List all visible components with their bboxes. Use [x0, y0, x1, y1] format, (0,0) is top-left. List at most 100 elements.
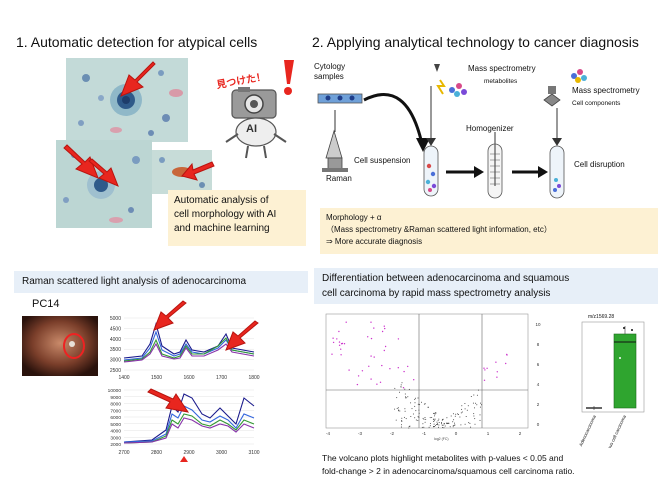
volcano-point [398, 410, 400, 412]
volcano-point [410, 416, 412, 417]
caption-line: The volcano plots highlight metabolites … [322, 453, 564, 463]
volcano-point [404, 410, 406, 412]
volcano-point [415, 419, 417, 421]
volcano-point [448, 422, 450, 424]
volcano-point [465, 416, 467, 417]
volcano-point [435, 425, 437, 427]
volcano-point [421, 426, 423, 428]
volcano-point [417, 416, 419, 418]
volcano-point [422, 417, 424, 419]
section2-heading: 2. Applying analytical technology to can… [312, 34, 639, 50]
y-tick-label: 2 [537, 402, 540, 407]
red-arrow-icon [120, 61, 156, 97]
volcano-point-significant [403, 370, 405, 373]
volcano-point-significant [383, 349, 385, 352]
section1-caption-box: Automatic analysis of cell morphology wi… [168, 190, 306, 246]
volcano-point-significant [338, 330, 340, 333]
volcano-point-significant [348, 369, 350, 371]
volcano-point [417, 420, 419, 421]
volcano-point [401, 421, 403, 422]
box-plot: m/z1569.28 Adenocarcinoma Squamous cell … [578, 314, 645, 448]
volcano-point [404, 388, 406, 390]
volcano-point [450, 415, 452, 417]
volcano-point-significant [356, 383, 359, 386]
volcano-point [438, 426, 439, 428]
y-tick-label: 10000 [108, 388, 122, 394]
volcano-point [418, 416, 420, 418]
volcano-point [474, 418, 476, 420]
y-tick-label: 4000 [110, 429, 121, 435]
volcano-point [434, 426, 435, 427]
volcano-point [414, 405, 416, 407]
volcano-point [454, 424, 456, 426]
volcano-point [408, 426, 410, 427]
volcano-point-significant [345, 321, 347, 323]
volcano-point [444, 425, 446, 427]
spectrum-line [123, 413, 255, 444]
volcano-point [475, 402, 477, 404]
volcano-point [446, 422, 448, 424]
label-line: samples [314, 72, 344, 81]
volcano-point [453, 419, 455, 421]
volcano-point [464, 408, 466, 410]
volcano-point [425, 418, 427, 420]
volcano-point [417, 403, 419, 405]
label-cytology: Cytology samples [314, 62, 345, 82]
volcano-point-significant [373, 327, 375, 329]
volcano-point [433, 420, 435, 422]
robot-label: AI [246, 123, 257, 135]
volcano-point [400, 384, 402, 386]
red-arrow-icon [88, 158, 119, 187]
volcano-point [476, 404, 478, 406]
volcano-point [468, 422, 470, 424]
red-arrow-icon [181, 161, 215, 181]
volcano-point [472, 402, 474, 404]
y-tick-label: 4500 [110, 326, 121, 332]
section2-summary-box: Morphology + α （Mass spectrometry &Raman… [320, 208, 658, 254]
volcano-point [424, 421, 426, 423]
volcano-point-significant [373, 356, 375, 358]
x-tick-label: 1800 [248, 375, 259, 381]
volcano-point [434, 415, 436, 417]
volcano-point [473, 415, 475, 417]
volcano-point [457, 413, 459, 415]
volcano-point [434, 413, 435, 415]
spectrum-line [123, 330, 255, 361]
volcano-point [447, 422, 449, 424]
volcano-point [428, 426, 430, 428]
volcano-point-significant [343, 343, 346, 345]
volcano-point [479, 414, 481, 416]
volcano-point [470, 396, 472, 397]
y-tick-label: 2000 [110, 442, 121, 448]
volcano-point [414, 417, 416, 419]
section4-heading: Differentiation between adenocarcinoma a… [314, 268, 658, 304]
volcano-point-significant [496, 371, 498, 373]
volcano-point [467, 405, 469, 407]
red-arrow-icon [147, 388, 190, 413]
volcano-point [434, 420, 436, 422]
volcano-point [411, 408, 413, 410]
volcano-point [480, 402, 481, 404]
volcano-point [418, 412, 420, 414]
y-tick-label: 5000 [110, 422, 121, 428]
x-tick-label: 2900 [183, 450, 194, 456]
x-tick-label: 1 [487, 431, 490, 436]
volcano-point [479, 419, 481, 421]
y-tick-label: 6 [537, 362, 540, 367]
label-ms-right: Mass spectrometry [572, 86, 640, 95]
volcano-point [479, 406, 481, 408]
volcano-point [452, 413, 454, 415]
volcano-point-significant [397, 338, 400, 340]
volcano-point [478, 389, 479, 391]
spectrum-line [123, 322, 255, 359]
volcano-point-significant [384, 327, 386, 330]
spectrum-line [123, 393, 255, 443]
volcano-point-significant [407, 365, 409, 368]
boxplot-cat-b: Squamous cell carcinoma [601, 414, 628, 448]
volcano-point [408, 427, 410, 429]
label-metabolites: metabolites [484, 78, 518, 85]
caption-line: fold-change > 2 in adenocarcinoma/squamo… [322, 466, 575, 476]
volcano-point [442, 427, 444, 428]
volcano-point [429, 423, 431, 424]
volcano-point-significant [361, 370, 364, 372]
